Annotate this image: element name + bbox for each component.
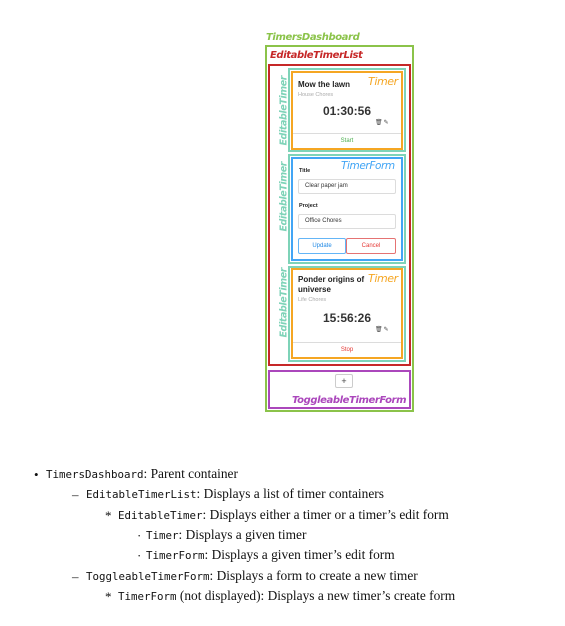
asterisk-marker: * [105,589,112,604]
label-editable-timer-3: EditableTimer [278,267,290,338]
legend-item-editable-timer-list: EditableTimerList: Displays a list of ti… [86,486,384,501]
legend-item-timer-form: TimerForm: Displays a given timer’s edit… [146,547,395,562]
timer-actions: 🗑✎ [375,119,390,126]
legend-item-toggleable-timer-form: ToggleableTimerForm: Displays a form to … [86,568,418,583]
bullet-marker: • [34,467,39,482]
editable-timer-list-box [268,64,411,366]
edit-icon[interactable]: ✎ [383,120,390,126]
label-editable-timer-2: EditableTimer [278,161,290,232]
editable-timer-box-1 [288,68,406,152]
timer-elapsed: 15:56:26 [322,311,372,325]
stop-button[interactable]: Stop [293,342,401,358]
timer-actions: 🗑✎ [375,326,390,333]
dash-marker: – [72,569,79,584]
label-timer-2: Timer [368,272,398,285]
timer-project: House Chores [298,92,334,98]
form-title-label: Title [299,168,311,174]
timer-form-card: Title Clear paper jam Project Office Cho… [293,159,401,259]
timer-title: Ponder origins of [298,275,365,284]
label-editable-timer-1: EditableTimer [278,75,290,146]
timer-box-1 [291,71,403,150]
form-project-label: Project [299,203,318,209]
asterisk-marker: * [105,508,112,523]
legend-item-timer: Timer: Displays a given timer [146,527,307,542]
toggleable-timer-form-box [268,370,411,409]
trash-icon[interactable]: 🗑 [375,120,384,126]
label-toggleable-timer-form: ToggleableTimerForm [292,395,407,406]
timers-dashboard-box [265,45,414,412]
trash-icon[interactable]: 🗑 [375,327,384,333]
timer-title-line2: universe [298,285,331,294]
timer-elapsed: 01:30:56 [322,104,372,118]
edit-icon[interactable]: ✎ [383,327,390,333]
label-timers-dashboard: TimersDashboard [266,32,360,43]
label-timer-form: TimerForm [341,160,395,172]
label-editable-timer-list: EditableTimerList [270,50,363,61]
dot-marker: · [137,528,142,543]
timer-card-1: Mow the lawn House Chores 01:30:56 🗑✎ St… [293,73,401,149]
legend-item-timers-dashboard: TimersDashboard: Parent container [46,466,238,481]
project-field[interactable]: Office Chores [298,214,396,229]
cancel-button[interactable]: Cancel [346,238,396,254]
timer-title: Mow the lawn [298,80,350,89]
title-field[interactable]: Clear paper jam [298,179,396,194]
label-timer-1: Timer [368,75,398,88]
editable-timer-box-3 [288,266,406,362]
dot-marker: · [137,548,142,563]
timer-form-box [291,157,403,261]
timer-card-2: Ponder origins of universe Life Chores 1… [293,270,401,358]
start-button[interactable]: Start [293,133,401,149]
legend-item-create-timer-form: TimerForm (not displayed): Displays a ne… [118,588,456,603]
dash-marker: – [72,487,79,502]
legend-item-editable-timer: EditableTimer: Displays either a timer o… [118,507,449,522]
timer-project: Life Chores [298,297,327,303]
update-button[interactable]: Update [298,238,346,254]
add-timer-button[interactable]: + [335,374,353,388]
timer-box-2 [291,268,403,359]
editable-timer-box-2 [288,154,406,264]
